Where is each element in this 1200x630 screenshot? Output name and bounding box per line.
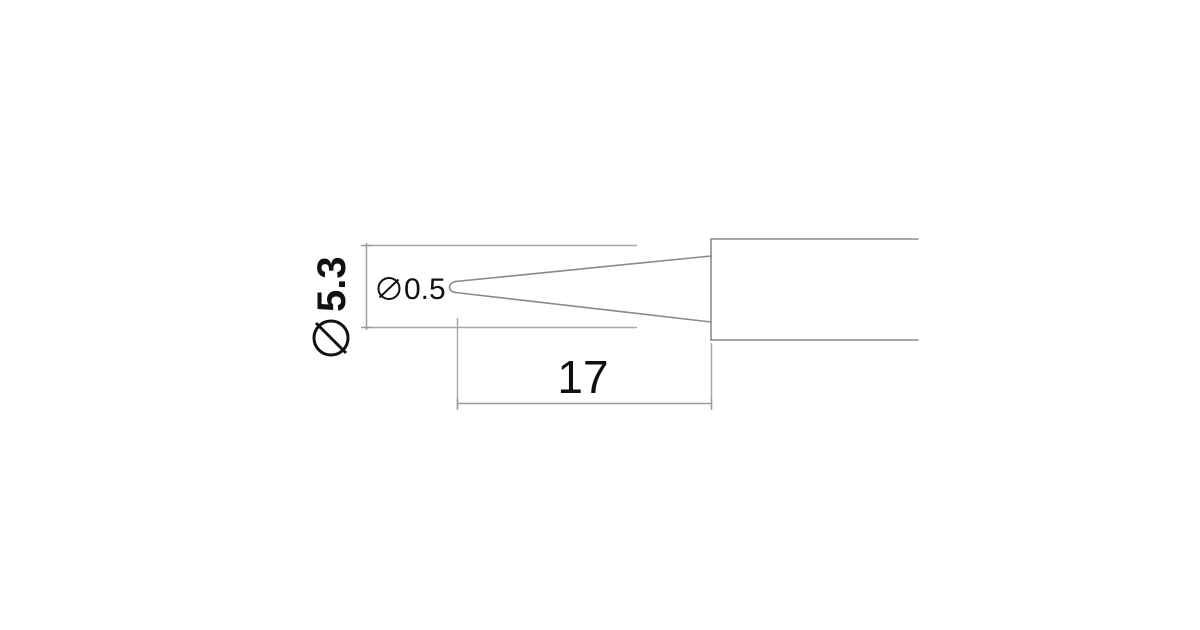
length-17-dimension-group	[456, 318, 713, 410]
dimension-label-17: 17	[557, 351, 608, 403]
tip-nose-radius	[448, 280, 457, 294]
diameter-5-3-dimension-group	[361, 243, 637, 330]
tip-outline-group	[448, 238, 919, 341]
dimension-label-0-5-group: 0.5	[377, 273, 446, 306]
dimension-label-5-3-group: 5.3	[310, 256, 354, 357]
dimension-label-5-3-value: 5.3	[310, 256, 354, 312]
dimension-label-0-5-value: 0.5	[404, 273, 446, 306]
diameter-symbol-icon	[377, 277, 401, 300]
taper-lower-flank	[454, 291, 712, 323]
diameter-symbol-icon-5-3	[312, 319, 350, 357]
taper-upper-flank	[454, 255, 712, 283]
